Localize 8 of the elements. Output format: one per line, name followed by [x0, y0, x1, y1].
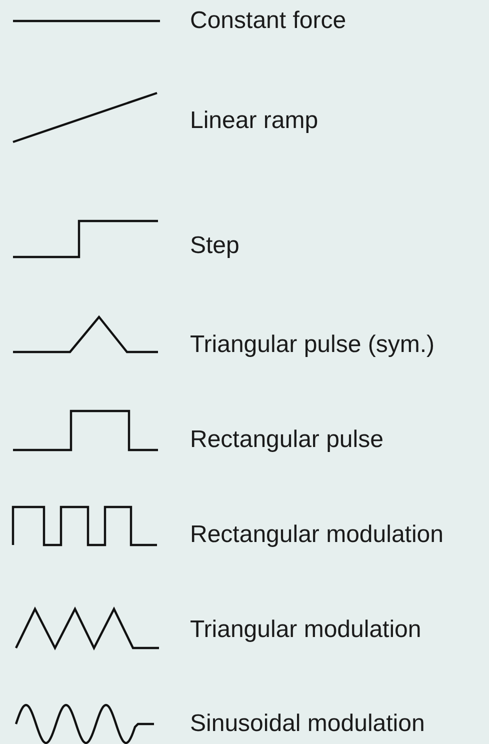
legend-label: Step — [190, 232, 240, 260]
legend-label: Triangular modulation — [190, 616, 422, 644]
legend-label: Constant force — [190, 7, 346, 35]
legend-label: Linear ramp — [190, 107, 318, 135]
legend-label: Rectangular modulation — [190, 521, 444, 549]
legend-label: Sinusoidal modulation — [190, 710, 425, 738]
legend-label: Triangular pulse (sym.) — [190, 331, 435, 359]
legend-label: Rectangular pulse — [190, 426, 384, 454]
